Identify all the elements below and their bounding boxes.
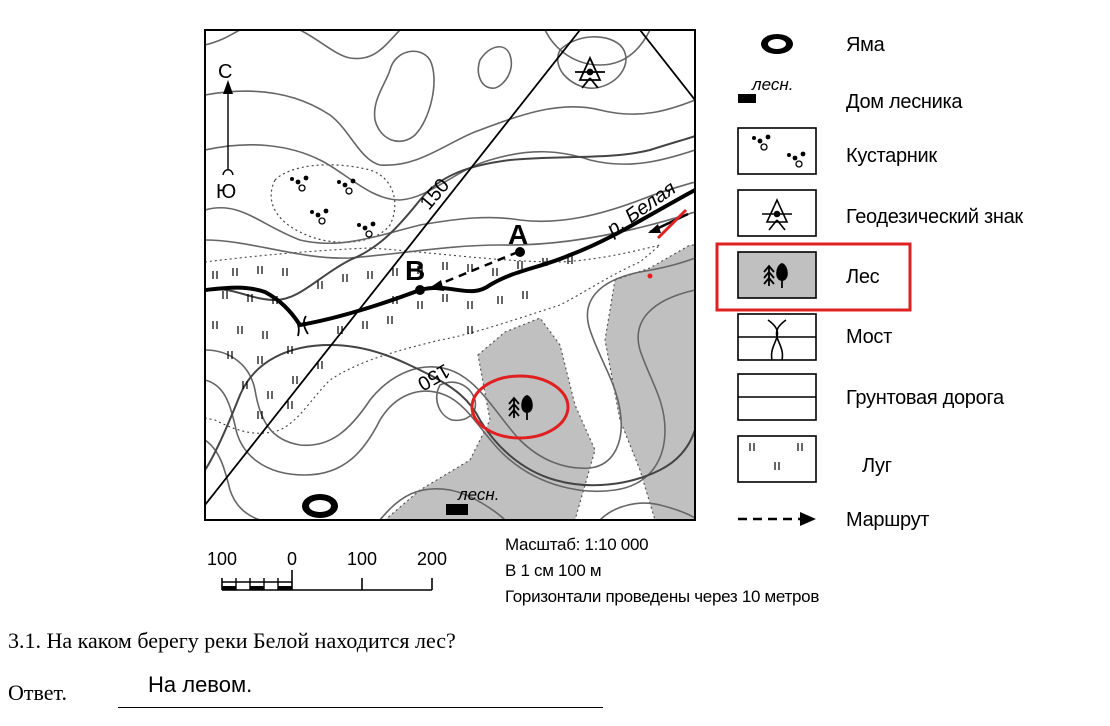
north-arrow: С Ю	[216, 61, 236, 203]
dirt-road-icon	[737, 373, 817, 421]
scale-number-100-left: 100	[206, 549, 238, 569]
forester-house	[446, 504, 468, 515]
point-b-label: В	[405, 255, 425, 286]
legend-label-route: Маршрут	[846, 509, 930, 531]
red-mark	[656, 208, 688, 240]
point-b-dot	[415, 285, 425, 295]
route-line	[429, 250, 519, 290]
shrub-area	[270, 164, 396, 243]
svg-text:С: С	[218, 61, 232, 83]
answer-label: Ответ.	[8, 680, 67, 705]
legend-label-shrub: Кустарник	[846, 145, 937, 167]
geodetic-sign	[575, 55, 605, 89]
answer-line	[118, 707, 603, 708]
legend-label-dirt-road: Грунтовая дорога	[846, 387, 1004, 409]
dirt-road-line	[205, 30, 581, 506]
highlight-circle	[470, 374, 570, 440]
scale-bar	[221, 570, 433, 591]
geodetic-sign-icon	[737, 189, 817, 237]
contour-interval-text: Горизонтали проведены через 10 метров	[505, 587, 820, 606]
forester-label: лесн.	[457, 485, 499, 504]
legend-label-forester-house: Дом лесника	[846, 91, 963, 113]
scale-number-200: 200	[416, 549, 448, 569]
shrub-marks	[289, 174, 377, 238]
route-icon	[738, 512, 816, 526]
forest-area-main	[384, 317, 596, 520]
pit-icon	[761, 34, 793, 54]
point-a-dot	[515, 247, 525, 257]
bridge-icon	[737, 313, 817, 361]
shrub-icon	[737, 127, 817, 175]
forest-legend-highlight	[715, 242, 912, 312]
answer-value[interactable]: На левом.	[148, 672, 253, 697]
scale-number-0: 0	[286, 549, 298, 569]
svg-text:Ю: Ю	[216, 181, 236, 203]
route-arrowhead	[428, 280, 444, 291]
legend-label-bridge: Мост	[846, 326, 892, 348]
map-frame	[204, 29, 696, 521]
legend-label-geodetic-sign: Геодезический знак	[846, 206, 1023, 228]
legend-label-meadow: Луг	[862, 455, 892, 477]
scale-ratio-text: Масштаб: 1:10 000	[505, 535, 649, 554]
scale-cm-text: В 1 см 100 м	[505, 561, 602, 580]
pit-symbol	[302, 494, 338, 518]
meadow-area	[205, 244, 661, 434]
point-a-label: А	[508, 219, 528, 250]
contour-label-150-bottom: 150	[414, 359, 454, 395]
svg-text:лесн.: лесн.	[751, 75, 793, 94]
legend-label-pit: Яма	[846, 34, 885, 56]
bridge-symbol	[293, 315, 309, 337]
question-text: 3.1. На каком берегу реки Белой находитс…	[8, 628, 456, 653]
river-belaya	[205, 188, 695, 328]
scale-number-100: 100	[346, 549, 378, 569]
forest-icon	[737, 251, 817, 299]
legend-label-forest: Лес	[846, 266, 880, 288]
meadow-icon	[737, 435, 817, 483]
forest-area-east	[604, 244, 695, 520]
forester-house-icon: лесн.	[738, 75, 793, 103]
